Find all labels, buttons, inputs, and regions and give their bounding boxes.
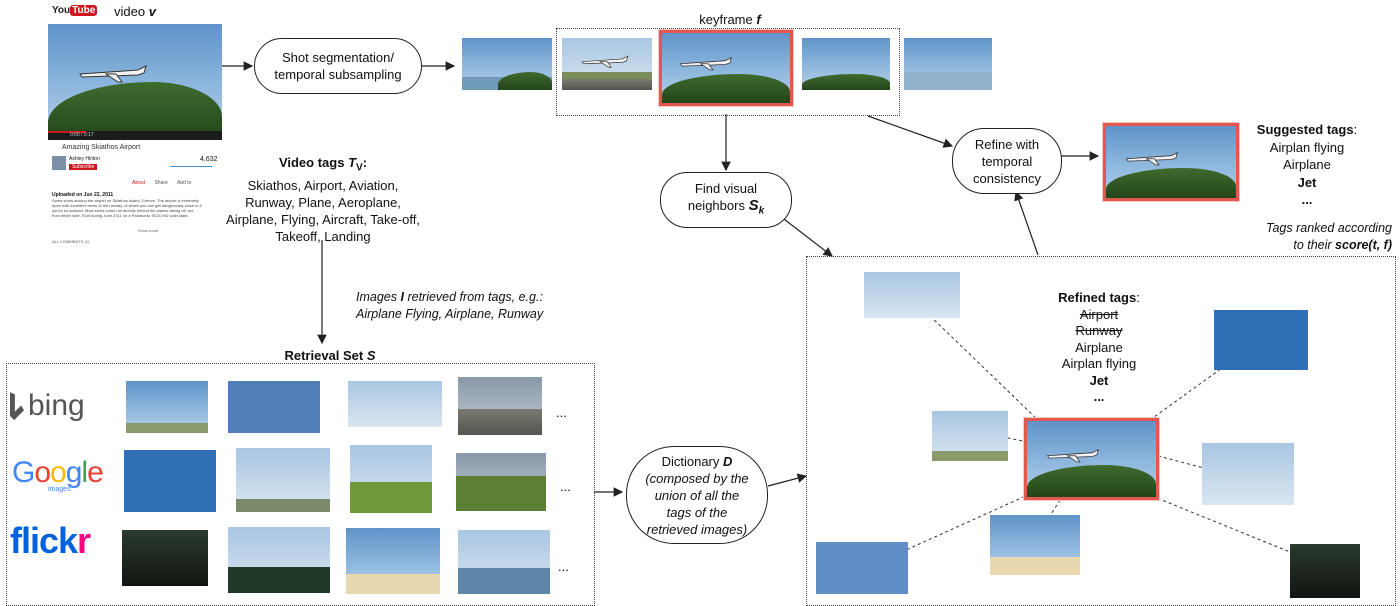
plane-icon — [679, 56, 732, 71]
retrieved-image — [122, 530, 208, 586]
upload-date: Uploaded on Jun 22, 2011 — [52, 192, 114, 198]
refine-box: Refine with temporal consistency — [952, 128, 1062, 194]
row-ellipsis: ... — [556, 405, 567, 420]
neighbor-image — [932, 411, 1008, 461]
keyframe — [659, 30, 793, 106]
retrieved-image — [126, 381, 208, 433]
arrow-dictionary-to-graph — [767, 473, 808, 487]
channel-name[interactable]: Ashley Hinton — [69, 156, 100, 162]
player-controls[interactable]: 0:00 / 0:17 — [48, 131, 222, 140]
plane-icon — [1046, 448, 1099, 463]
retrieved-image — [456, 453, 546, 511]
frame-4 — [802, 38, 890, 90]
video-tags-block: Video tags TV: Skiathos, Airport, Aviati… — [226, 155, 420, 244]
video-time: 0:00 / 0:17 — [70, 132, 94, 138]
video-title: Amazing Skiathos Airport — [62, 144, 141, 151]
retrieved-image — [350, 445, 432, 513]
plane-icon — [1125, 151, 1178, 166]
retrieved-image — [458, 377, 542, 435]
suggested-keyframe — [1103, 123, 1239, 201]
retrieved-image — [346, 528, 440, 594]
shot-segmentation-box: Shot segmentation/ temporal subsampling — [254, 38, 422, 94]
plane-icon — [581, 55, 629, 68]
images-retrieved-note: Images I retrieved from tags, e.g.: Airp… — [356, 290, 544, 321]
video-description: Some shots around the airport on Skiatho… — [52, 198, 202, 218]
plane-icon — [79, 65, 147, 83]
neighbor-edges — [905, 311, 1291, 553]
retrieved-image — [228, 381, 320, 433]
avatar — [52, 156, 66, 170]
bing-logo: bing — [10, 388, 85, 423]
frame-1 — [462, 38, 552, 90]
refined-tags-block: Refined tags: Airport Runway Airplane Ai… — [1058, 290, 1140, 404]
retrieved-image — [228, 527, 330, 593]
video-tags-title: Video tags TV: — [278, 155, 368, 174]
neighbor-image — [864, 272, 960, 318]
neighbor-image — [1202, 443, 1294, 505]
frame-2 — [562, 38, 652, 90]
arrow-graph-to-refine — [1014, 190, 1039, 256]
keyframe-label: keyframe f — [699, 12, 761, 27]
retrieved-image — [458, 530, 550, 594]
neighbor-image — [990, 515, 1080, 575]
suggested-tags-block: Suggested tags: Airplan flying Airplane … — [1256, 122, 1358, 207]
arrow-frames-to-refine — [867, 115, 954, 148]
keyframes-container — [556, 28, 900, 116]
video-label: video v — [114, 4, 156, 19]
video-player[interactable]: 0:00 / 0:17 — [48, 24, 222, 140]
tab-add-to[interactable]: Add to — [176, 180, 192, 186]
retrieved-image — [124, 450, 216, 512]
find-neighbors-box: Find visual neighbors Sk — [660, 172, 792, 228]
tab-about[interactable]: About — [132, 180, 146, 186]
subscribe-button[interactable]: Subscribe — [69, 164, 98, 170]
dictionary-box: Dictionary D (composed by the union of a… — [626, 446, 768, 544]
arrow-neighbors-to-graph — [779, 215, 833, 257]
view-count: 4,632 — [200, 156, 218, 163]
frame-5 — [904, 38, 992, 90]
google-logo: Google images — [12, 456, 104, 493]
retrieved-image — [236, 448, 330, 512]
row-ellipsis: ... — [558, 559, 569, 574]
neighbor-image — [816, 542, 908, 594]
ranked-note: Tags ranked according to their score(t, … — [1265, 221, 1392, 252]
neighbor-image — [1214, 310, 1308, 370]
retrieval-set-title: Retrieval Set S — [284, 348, 376, 363]
tab-share[interactable]: Share — [154, 180, 168, 186]
show-more-link[interactable]: Show more — [138, 228, 159, 233]
video-tabs: About Share Add to — [132, 180, 191, 186]
flickr-logo: flickr — [10, 520, 91, 561]
retrieved-image — [348, 381, 442, 427]
graph-center-keyframe — [1024, 418, 1159, 500]
row-ellipsis: ... — [560, 479, 571, 494]
comments-header: ALL COMMENTS (1) — [52, 239, 90, 244]
neighbor-image — [1290, 544, 1360, 598]
